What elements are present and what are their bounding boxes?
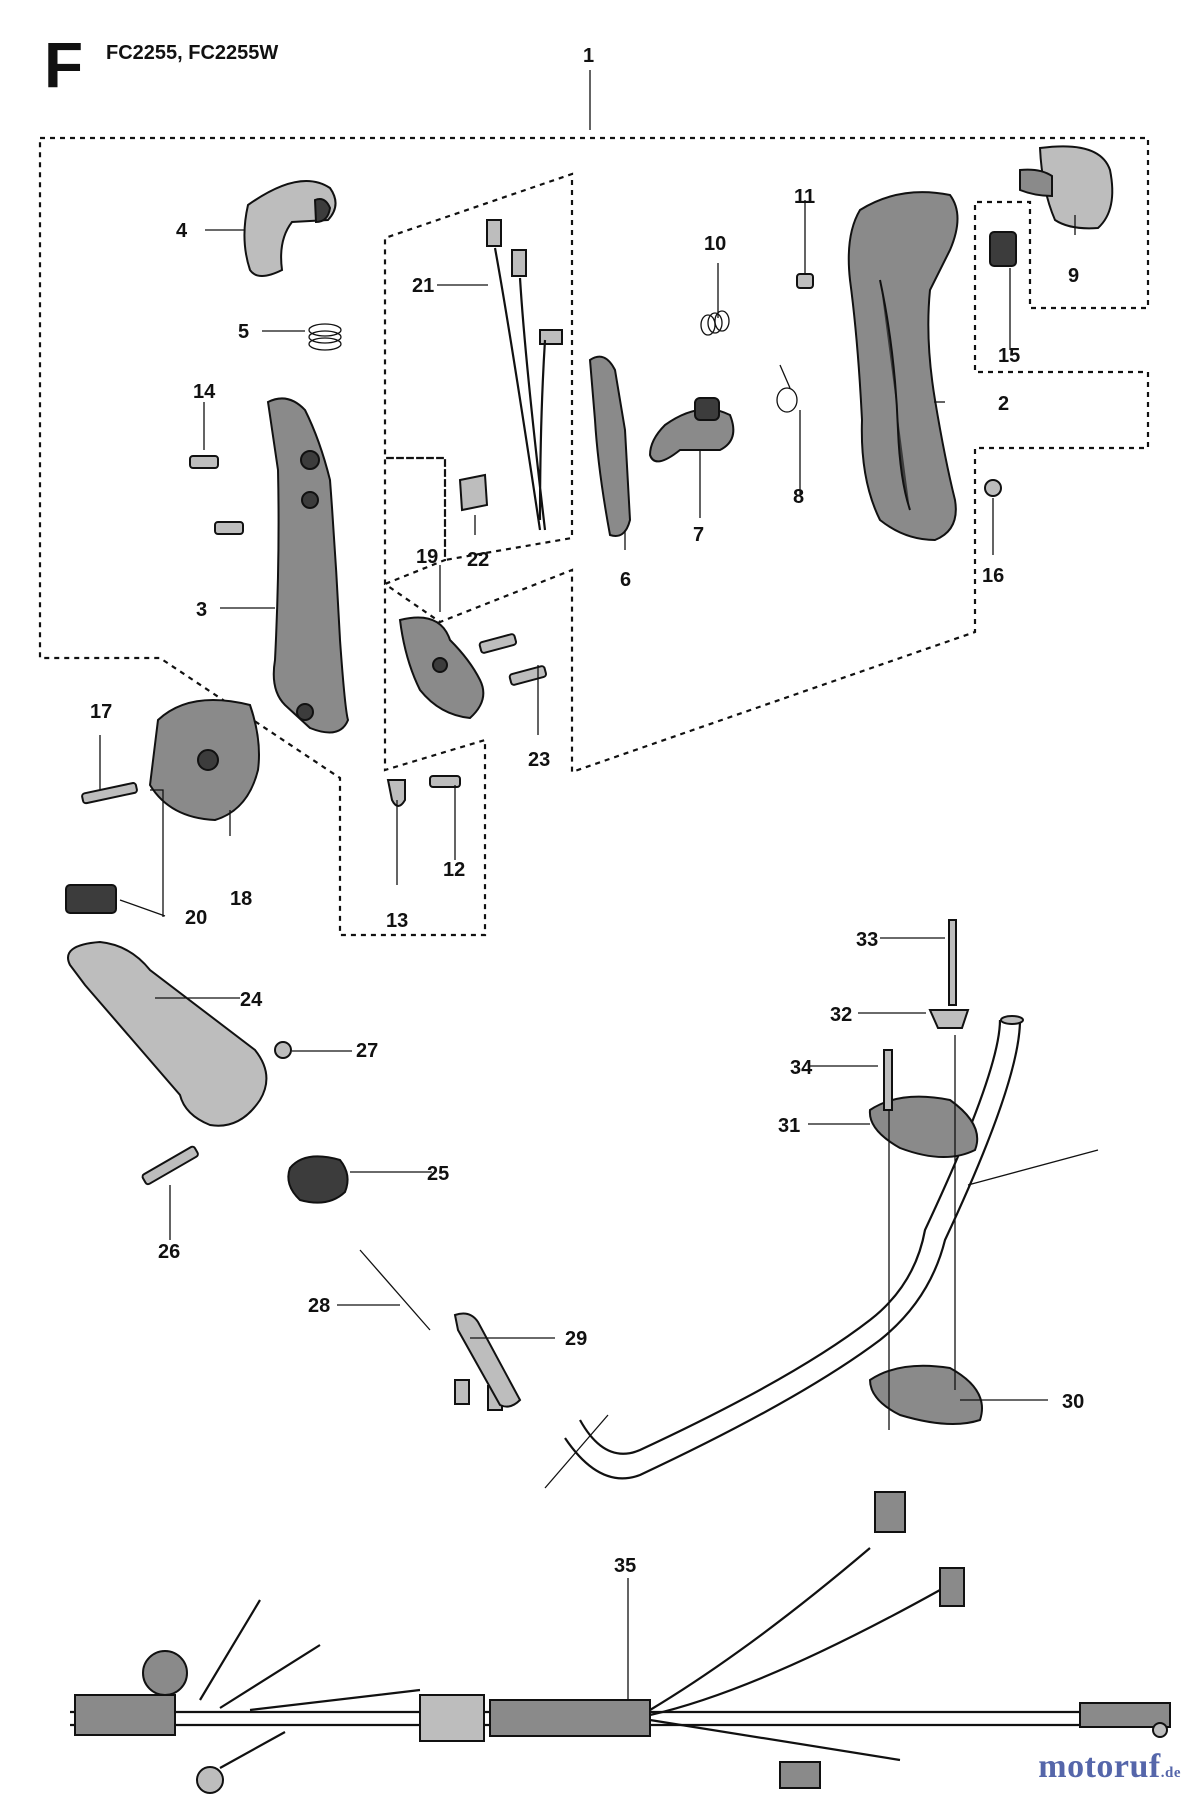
callout-22: 22 [467,549,489,571]
part-26-screw [141,1145,199,1186]
callout-11: 11 [794,186,815,208]
callout-1: 1 [583,45,594,67]
part-9-cover [1019,145,1114,230]
callout-21: 21 [412,275,434,297]
part-15-switch [989,231,1017,267]
leader-lines [99,70,1076,1700]
part-2-handle-half [847,191,959,542]
part-14-screws [189,455,244,535]
callout-14: 14 [193,381,216,403]
part-35-harness [70,1491,1171,1794]
callout-4: 4 [176,220,188,242]
callout-27: 27 [356,1040,378,1062]
callout-24: 24 [240,989,263,1011]
callout-2: 2 [998,393,1009,415]
part-13-clip [386,779,406,807]
part-5-spring [308,323,342,351]
part-8-spring [776,364,798,413]
part-3-handle-half [266,397,350,734]
part-18-cover [148,699,260,822]
callout-16: 16 [982,565,1004,587]
part-4-knob [243,180,337,277]
handlebar-tube [544,1015,1099,1489]
callout-30: 30 [1062,1391,1084,1413]
callout-25: 25 [427,1163,449,1185]
part-16-nut [984,479,1002,497]
callout-18: 18 [230,888,252,910]
callout-8: 8 [793,486,804,508]
part-30-clamp-lower [868,1364,983,1425]
part-33-bolt [948,919,957,1006]
part-6-lever [588,355,632,537]
callout-23: 23 [528,749,550,771]
part-34-screw [883,1049,893,1111]
part-32-wing-nut [928,1009,970,1029]
callout-28: 28 [308,1295,330,1317]
callout-35: 35 [614,1555,636,1577]
part-19-holder [398,616,485,720]
part-12-screw [429,775,461,788]
callout-26: 26 [158,1241,180,1263]
watermark-name: motoruf [1038,1748,1161,1785]
watermark-tld: .de [1160,1765,1181,1781]
part-11-screw [796,273,814,289]
callout-31: 31 [778,1115,800,1137]
model-numbers: FC2255, FC2255W [106,42,279,64]
callout-17: 17 [90,701,112,723]
callout-9: 9 [1068,265,1079,287]
watermark-logo: motoruf.de [1038,1748,1181,1786]
callout-5: 5 [238,321,249,343]
part-24-grip [67,940,268,1127]
callout-12: 12 [443,859,465,881]
callout-labels: 1 2 3 4 5 6 7 8 9 10 11 12 13 14 15 16 1… [90,45,1084,1577]
callout-7: 7 [693,524,704,546]
callout-29: 29 [565,1328,587,1350]
part-22-clip [458,473,489,512]
part-27-nut [274,1041,292,1059]
part-29-sleeve [453,1312,522,1408]
part-21-wires [486,219,563,531]
callout-13: 13 [386,910,408,932]
part-31-clamp-upper [868,1095,979,1159]
part-23-screws [478,633,548,686]
part-10-spring [700,310,730,336]
part-7-trigger [648,397,735,463]
callout-15: 15 [998,345,1020,367]
part-20-switch [65,884,117,914]
callout-34: 34 [790,1057,813,1079]
part-17-screw [81,782,138,805]
callout-6: 6 [620,569,631,591]
callout-20: 20 [185,907,207,929]
callout-3: 3 [196,599,207,621]
part-25-clamp [287,1155,349,1204]
section-letter: F [44,29,84,101]
callout-32: 32 [830,1004,852,1026]
callout-33: 33 [856,929,878,951]
callout-19: 19 [416,546,438,568]
callout-10: 10 [704,233,726,255]
